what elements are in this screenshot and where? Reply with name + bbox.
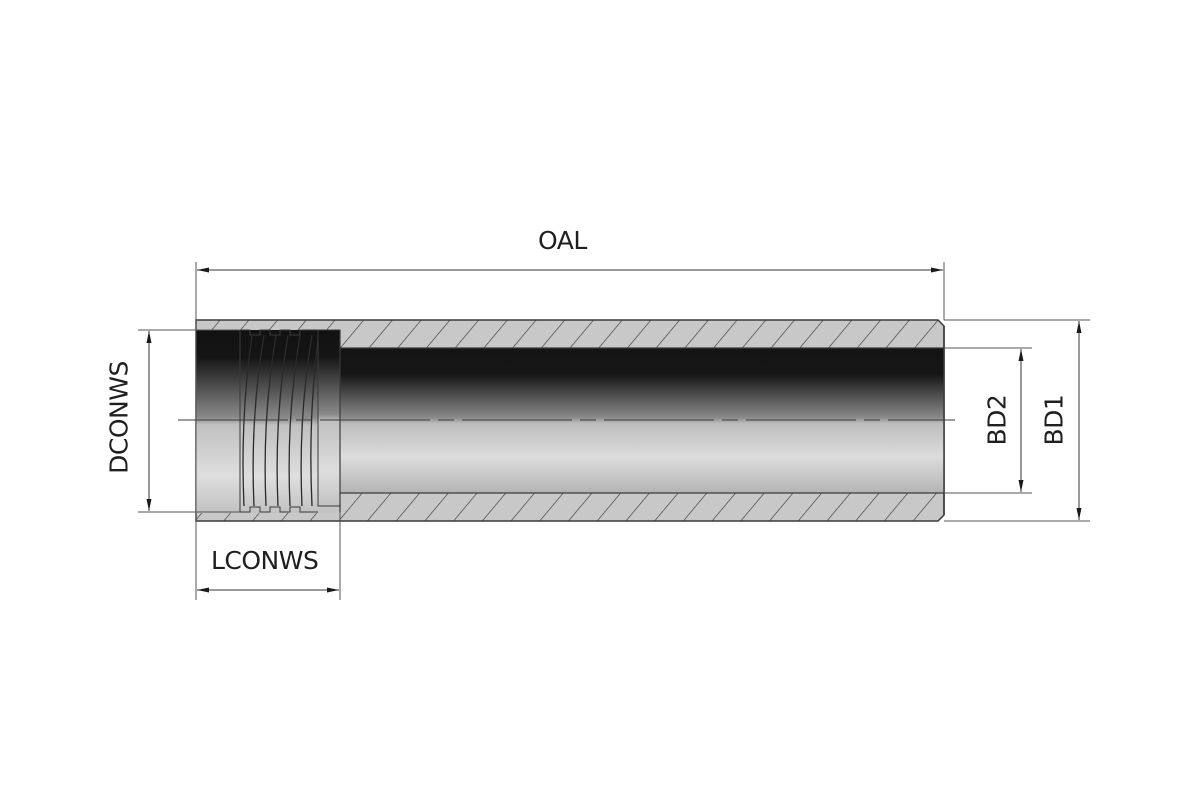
label-bd2: BD2 bbox=[982, 394, 1012, 446]
label-dconws: DCONWS bbox=[104, 361, 134, 474]
threaded-connection bbox=[195, 329, 341, 513]
label-lconws: LCONWS bbox=[211, 546, 319, 575]
dimension-bd1 bbox=[944, 319, 1090, 522]
dimension-oal bbox=[195, 262, 945, 600]
dimension-lconws bbox=[197, 512, 341, 600]
dimension-bd2 bbox=[944, 347, 1032, 494]
dimension-dconws bbox=[138, 329, 240, 513]
label-bd1: BD1 bbox=[1039, 394, 1069, 446]
label-oal: OAL bbox=[538, 226, 587, 255]
